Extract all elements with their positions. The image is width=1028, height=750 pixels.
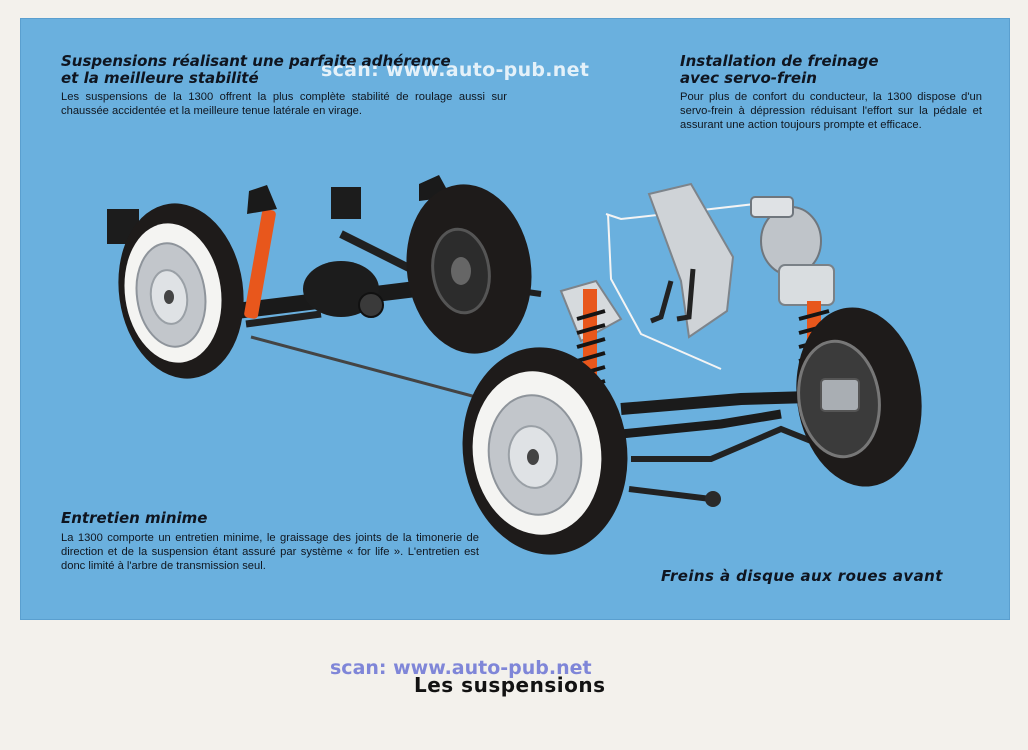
suspension-body: Les suspensions de la 1300 offrent la pl… [61,91,507,117]
braking-heading: Installation de freinage avec servo-frei… [680,53,1000,87]
page-title: Les suspensions [414,673,606,697]
rear-wheel-left [118,203,244,379]
suspension-heading-line1: Suspensions réalisant une parfaite adhér… [61,52,451,70]
rear-shock-left [244,185,277,319]
suspension-heading: Suspensions réalisant une parfaite adhér… [61,53,531,87]
braking-body: Pour plus de confort du conducteur, la 1… [680,91,982,131]
front-crossmember [620,391,812,415]
pedal-box [647,182,735,339]
braking-heading-line2: avec servo-frein [680,69,817,87]
front-wheel-left [462,347,628,555]
rear-bump-stop-center [331,187,361,219]
suspension-heading-line2: et la meilleure stabilité [61,69,259,87]
front-wheel-right [796,307,922,487]
brake-servo [750,196,835,306]
rear-lower-link-left [245,310,322,328]
illustration-panel: Suspensions réalisant une parfaite adhér… [20,18,1010,620]
brake-line-front [607,213,722,370]
brake-cable [250,335,492,403]
steering-track-rod [628,486,712,502]
brake-caliper [820,378,860,412]
maintenance-body: La 1300 comporte un entretien minime, le… [61,532,479,572]
watermark-top: scan: www.auto-pub.net [321,59,590,81]
maintenance-heading: Entretien minime [61,509,208,527]
watermark-bottom: scan: www.auto-pub.net [330,657,592,679]
braking-heading-line1: Installation de freinage [680,52,879,70]
differential-flange [358,292,384,318]
rear-wheel-right [406,184,532,354]
chassis-illustration [107,175,922,555]
track-rod-end [705,491,721,507]
front-suspension-turret-right [778,264,835,306]
master-cylinder [750,196,794,218]
front-lower-wishbone [620,409,782,439]
front-disc-brake-caption: Freins à disque aux roues avant [661,567,943,585]
anti-roll-bar [631,425,833,462]
front-coil-spring-left [576,289,606,391]
